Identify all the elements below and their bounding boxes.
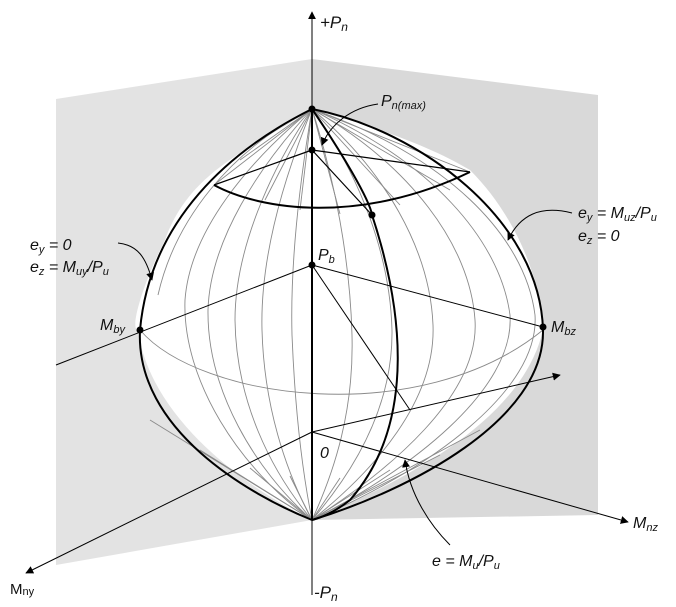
cap-line-left bbox=[213, 149, 313, 186]
latitude-curve bbox=[139, 329, 544, 395]
bottom-cap-lines bbox=[149, 419, 481, 521]
pb-point bbox=[308, 261, 316, 269]
mby-point bbox=[136, 326, 144, 334]
mnz-axis bbox=[311, 431, 629, 524]
mbz-point bbox=[539, 323, 547, 331]
mny-axis bbox=[25, 431, 313, 574]
pn-minus-label: -Pn bbox=[314, 583, 338, 604]
outline-middle bbox=[311, 108, 399, 521]
pn-max-leader bbox=[320, 103, 379, 146]
bottom-note: e = Mu/Pu bbox=[432, 553, 500, 572]
pb-label: Pb bbox=[318, 247, 335, 266]
pn-max-label: Pn(max) bbox=[381, 93, 426, 112]
mny-label: Mny bbox=[10, 581, 35, 598]
top-cap-lines bbox=[213, 108, 471, 215]
bottom-note-leader bbox=[402, 459, 451, 546]
pn-max-point bbox=[308, 105, 316, 113]
cap-curve bbox=[213, 171, 471, 209]
cap-point bbox=[308, 146, 316, 154]
pb-line-left bbox=[55, 264, 313, 366]
oblique-axis bbox=[311, 372, 561, 433]
right-note-line2: ez = 0 bbox=[578, 228, 620, 247]
origin-label: 0 bbox=[320, 445, 329, 462]
right-note-line1: ey = Muz/Pu bbox=[578, 205, 657, 224]
left-note-line1: ey = 0 bbox=[30, 237, 72, 256]
left-note-leader bbox=[117, 242, 154, 281]
pn-plus-label: +Pn bbox=[320, 13, 348, 34]
mnz-label: Mnz bbox=[633, 515, 658, 534]
mbz-label: Mbz bbox=[551, 319, 576, 338]
pb-line-diagonal bbox=[311, 264, 411, 411]
pb-line-right bbox=[311, 264, 544, 328]
right-note-leader bbox=[507, 209, 573, 241]
left-note-line2: ez = Muy/Pu bbox=[30, 259, 109, 278]
cap-right-point bbox=[368, 211, 376, 219]
mby-label: Mby bbox=[100, 317, 126, 336]
surface-meridians bbox=[157, 108, 536, 521]
